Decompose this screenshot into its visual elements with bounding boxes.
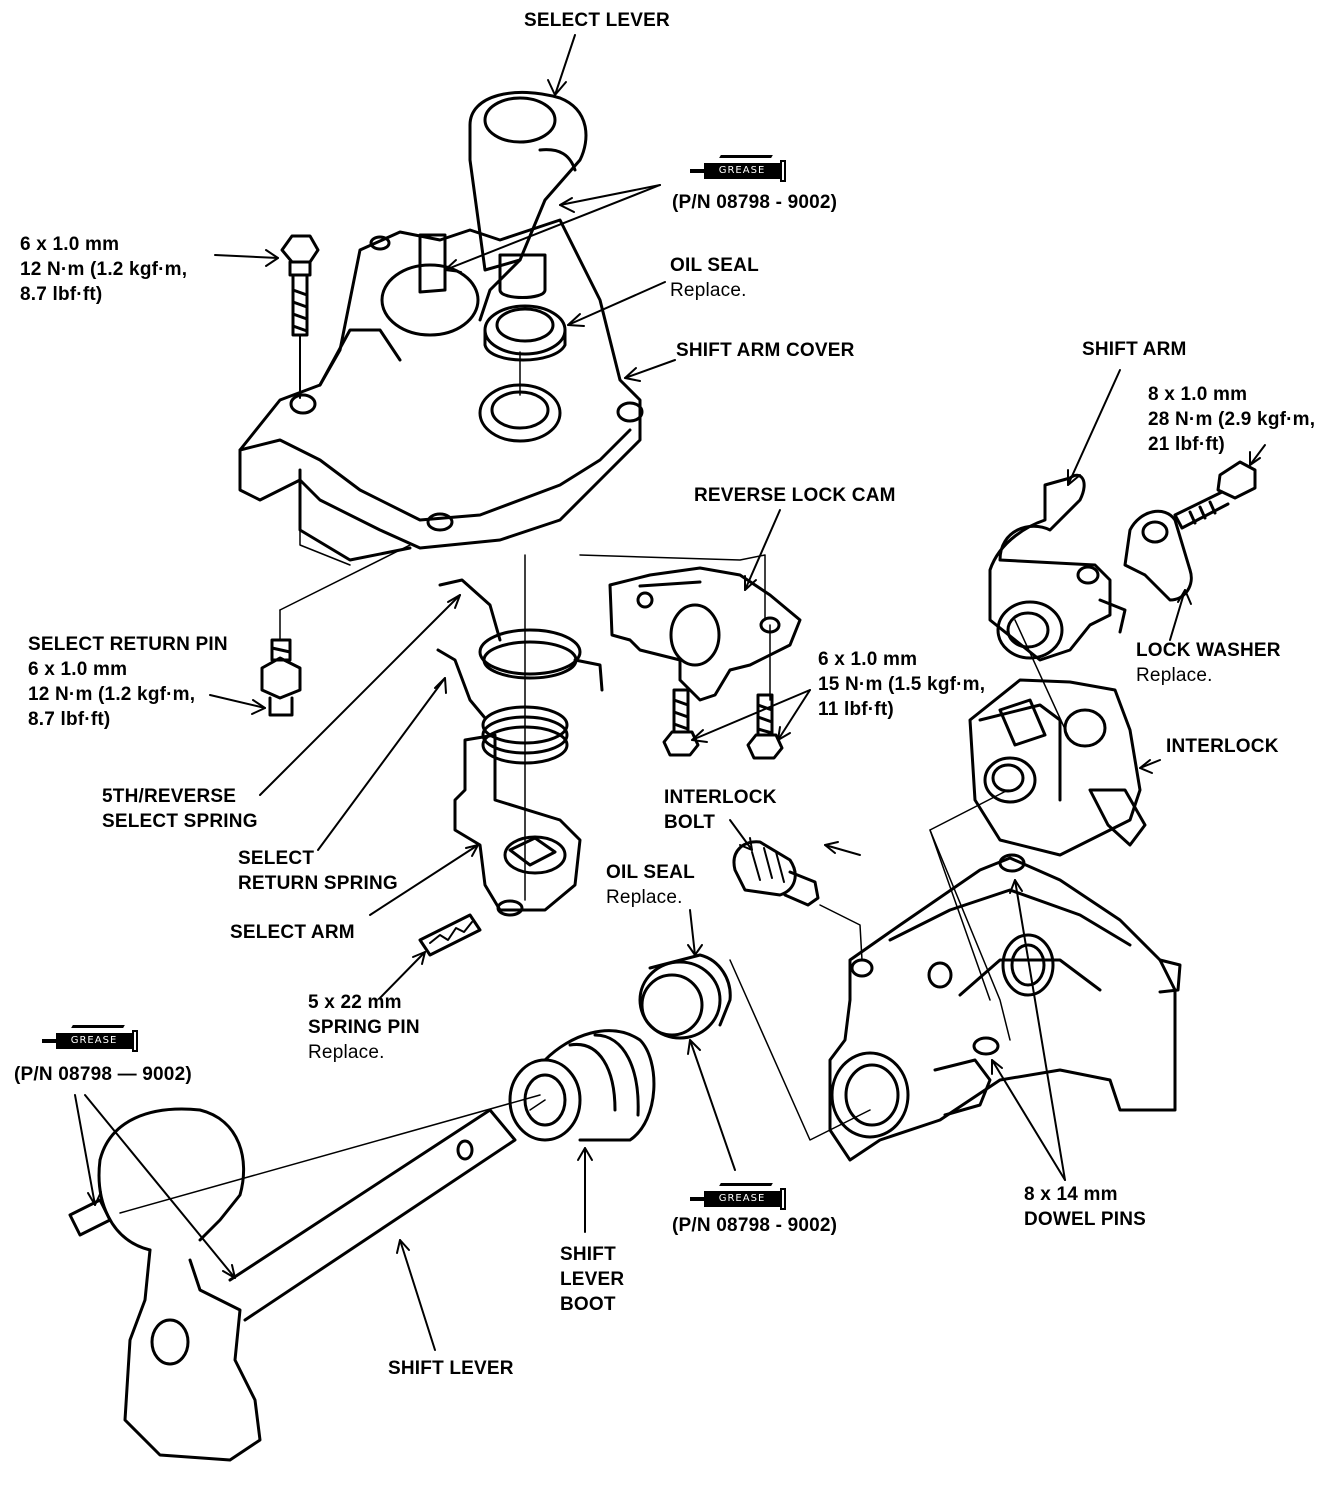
grease-tube-tail xyxy=(719,1183,773,1186)
label-interlock: INTERLOCK xyxy=(1166,736,1279,757)
label-lock-washer: LOCK WASHER Replace. xyxy=(1136,638,1281,688)
label-line: 5 x 22 mm xyxy=(308,992,402,1013)
shift-lever-drawing xyxy=(68,1107,517,1462)
select-spring-drawing xyxy=(436,578,604,765)
label-line: SPRING PIN xyxy=(308,1017,420,1038)
grease-tube-label: GREASE xyxy=(56,1033,132,1049)
grease-tube-nozzle xyxy=(690,1197,706,1201)
transmission-housing-drawing xyxy=(828,853,1182,1162)
bolt-top-left-drawing xyxy=(280,234,320,399)
label-oil-seal-top: OIL SEAL Replace. xyxy=(670,253,759,303)
label-line: OIL SEAL xyxy=(606,862,695,883)
label-select-arm: SELECT ARM xyxy=(230,922,355,943)
label-line: INTERLOCK xyxy=(664,787,777,808)
label-5th-reverse-select-spring: 5TH/REVERSE SELECT SPRING xyxy=(102,784,258,834)
label-select-return-pin: SELECT RETURN PIN 6 x 1.0 mm 12 N·m (1.2… xyxy=(28,632,228,732)
grease-tube-tail xyxy=(71,1025,125,1028)
spring-pin-drawing xyxy=(418,913,482,957)
label-line: DOWEL PINS xyxy=(1024,1209,1146,1230)
label-line: 6 x 1.0 mm xyxy=(818,649,918,670)
label-line: 11 lbf·ft) xyxy=(818,699,894,720)
oil-seal-top-drawing xyxy=(483,304,567,362)
label-select-return-spring: SELECT RETURN SPRING xyxy=(238,846,398,896)
label-line: 8 x 14 mm xyxy=(1024,1184,1118,1205)
label-shift-lever-boot: SHIFT LEVER BOOT xyxy=(560,1242,624,1317)
label-shift-arm-cover: SHIFT ARM COVER xyxy=(676,340,855,361)
label-spring-pin: 5 x 22 mm SPRING PIN Replace. xyxy=(308,990,420,1065)
label-line: 21 lbf·ft) xyxy=(1148,434,1225,455)
label-line: 6 x 1.0 mm xyxy=(28,659,128,680)
grease-tube-cap xyxy=(780,1188,786,1210)
grease-tube-nozzle xyxy=(690,169,706,173)
label-interlock-bolt: INTERLOCK BOLT xyxy=(664,785,777,835)
label-line: 28 N·m (2.9 kgf·m, xyxy=(1148,409,1316,430)
label-note: Replace. xyxy=(1136,665,1213,686)
label-select-lever: SELECT LEVER xyxy=(524,10,670,31)
select-lever-drawing xyxy=(380,91,588,337)
grease-tube-nozzle xyxy=(42,1039,58,1043)
label-line: 8 x 1.0 mm xyxy=(1148,384,1248,405)
label-line: SELECT SPRING xyxy=(102,811,258,832)
label-note: Replace. xyxy=(606,887,683,908)
label-line: 8.7 lbf·ft) xyxy=(20,284,103,305)
reverse-lock-cam-drawing xyxy=(608,566,802,702)
interlock-bolt-drawing xyxy=(732,840,820,907)
label-line: 8.7 lbf·ft) xyxy=(28,709,111,730)
shift-arm-drawing xyxy=(988,473,1127,662)
lock-washer-drawing xyxy=(1123,509,1193,602)
bolts-middle-drawing xyxy=(662,688,784,760)
label-line: RETURN SPRING xyxy=(238,873,398,894)
label-shift-lever: SHIFT LEVER xyxy=(388,1358,514,1379)
grease-tube-label: GREASE xyxy=(704,163,780,179)
label-grease-bottom-pn: (P/N 08798 - 9002) xyxy=(672,1215,838,1236)
label-oil-seal-bottom: OIL SEAL Replace. xyxy=(606,860,695,910)
label-line: SELECT RETURN PIN xyxy=(28,634,228,655)
oil-seal-bottom-drawing xyxy=(638,953,732,1040)
label-line: SHIFT xyxy=(560,1244,616,1265)
leader-lines xyxy=(119,351,1071,1214)
callout-arrows xyxy=(74,34,1266,1351)
label-note: Replace. xyxy=(308,1042,385,1063)
label-line: 12 N·m (1.2 kgf·m, xyxy=(20,259,188,280)
label-note: Replace. xyxy=(670,280,747,301)
grease-tube-label: GREASE xyxy=(704,1191,780,1207)
label-line: OIL SEAL xyxy=(670,255,759,276)
label-reverse-lock-cam: REVERSE LOCK CAM xyxy=(694,485,896,506)
label-bolt-right: 8 x 1.0 mm 28 N·m (2.9 kgf·m, 21 lbf·ft) xyxy=(1148,382,1315,457)
shift-lever-boot-drawing xyxy=(508,1029,656,1142)
bolt-right-drawing xyxy=(1173,460,1257,530)
label-line: SELECT xyxy=(238,848,315,869)
grease-tube-tail xyxy=(719,155,773,158)
interlock-drawing xyxy=(968,678,1147,857)
label-line: BOOT xyxy=(560,1294,616,1315)
label-line: 15 N·m (1.5 kgf·m, xyxy=(818,674,986,695)
select-return-pin-drawing xyxy=(260,638,302,717)
grease-tube-cap xyxy=(780,160,786,182)
label-line: LEVER xyxy=(560,1269,625,1290)
select-arm-drawing xyxy=(453,733,582,917)
label-line: BOLT xyxy=(664,812,716,833)
label-dowel-pins: 8 x 14 mm DOWEL PINS xyxy=(1024,1182,1146,1232)
label-bolt-top-left: 6 x 1.0 mm 12 N·m (1.2 kgf·m, 8.7 lbf·ft… xyxy=(20,232,187,307)
label-grease-top-pn: (P/N 08798 - 9002) xyxy=(672,192,838,213)
label-line: 6 x 1.0 mm xyxy=(20,234,120,255)
label-grease-left-pn: (P/N 08798 — 9002) xyxy=(14,1064,192,1085)
grease-tube-cap xyxy=(132,1030,138,1052)
label-line: LOCK WASHER xyxy=(1136,640,1281,661)
label-bolt-middle: 6 x 1.0 mm 15 N·m (1.5 kgf·m, 11 lbf·ft) xyxy=(818,647,985,722)
label-shift-arm: SHIFT ARM xyxy=(1082,339,1187,360)
label-line: 5TH/REVERSE xyxy=(102,786,237,807)
label-line: 12 N·m (1.2 kgf·m, xyxy=(28,684,196,705)
